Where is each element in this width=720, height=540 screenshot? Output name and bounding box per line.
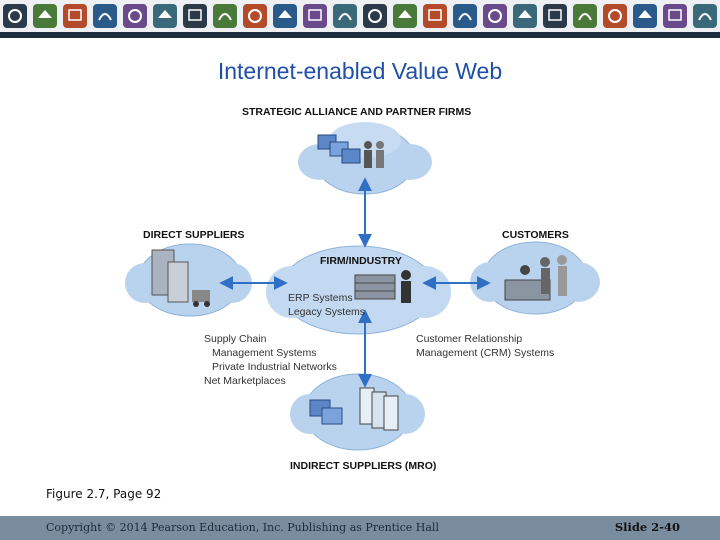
footer-bar: Copyright © 2014 Pearson Education, Inc.… [0,516,720,540]
slide-number: Slide 2-40 [614,520,680,534]
supply-chain-line-2: Management Systems [212,347,316,359]
at-icon [303,4,327,28]
laptop-icon [333,4,357,28]
center-system-legacy: Legacy Systems [288,306,365,318]
laptop-icon [33,4,57,28]
mail-icon [693,4,717,28]
cart-icon [213,4,237,28]
mail-icon [393,4,417,28]
home-icon [123,4,147,28]
mail-icon [93,4,117,28]
slide-title: Internet-enabled Value Web [217,58,503,84]
at-icon [3,4,27,28]
label-strategic-alliance: STRATEGIC ALLIANCE AND PARTNER FIRMS [242,106,471,118]
at-icon [603,4,627,28]
label-firm-industry: FIRM/INDUSTRY [320,255,402,267]
direct-suppliers-illustration [151,249,210,307]
sms-icon [543,4,567,28]
firm-illustration [354,270,411,303]
cloud-customers [470,241,600,315]
label-direct-suppliers: DIRECT SUPPLIERS [143,229,245,241]
label-customers: CUSTOMERS [502,229,569,241]
banner-icon-strip [0,4,720,38]
cart-icon [513,4,537,28]
label-indirect-suppliers: INDIRECT SUPPLIERS (MRO) [290,460,436,472]
home-icon [423,4,447,28]
camera-icon [183,4,207,28]
alliance-illustration [317,134,384,168]
crm-line-1: Customer Relationship [416,333,522,345]
gear-icon [273,4,297,28]
indirect-suppliers-illustration [309,387,399,431]
figure-caption: Figure 2.7, Page 92 [46,487,162,501]
center-system-erp: ERP Systems [288,292,353,304]
supply-chain-line-4: Net Marketplaces [204,375,286,387]
copyright-text: Copyright © 2014 Pearson Education, Inc.… [46,521,439,534]
gear-icon [573,4,597,28]
customers-illustration [504,255,567,301]
crm-line-2: Management (CRM) Systems [416,347,554,359]
supply-chain-line-1: Supply Chain [204,333,267,345]
phone-icon [153,4,177,28]
sms-icon [243,4,267,28]
laptop-icon [633,4,657,28]
icon-banner [0,0,720,38]
supply-chain-line-3: Private Industrial Networks [212,361,337,373]
wifi-icon [63,4,87,28]
wifi-icon [663,4,687,28]
phone-icon [453,4,477,28]
value-web-diagram: STRATEGIC ALLIANCE AND PARTNER FIRMS DIR… [125,106,600,472]
wifi-icon [363,4,387,28]
camera-icon [483,4,507,28]
